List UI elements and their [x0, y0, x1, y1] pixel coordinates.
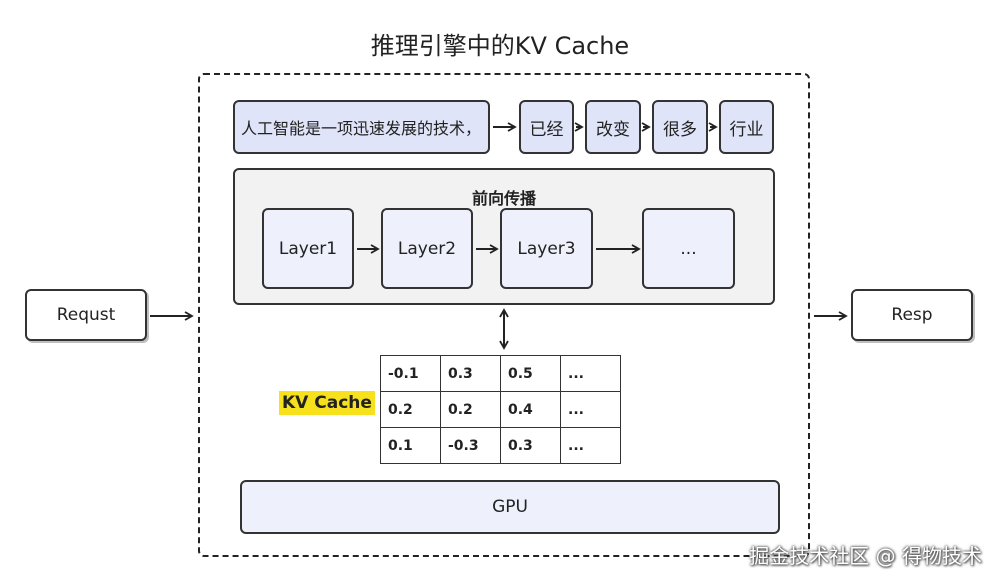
table-cell: 0.4 [500, 391, 561, 428]
inference-engine-boundary [198, 73, 810, 557]
token-box: 改变 [585, 100, 641, 154]
table-row: 0.2 0.2 0.4 ... [380, 391, 621, 428]
layer-box: ... [642, 208, 735, 289]
forward-pass-title: 前向传播 [471, 189, 536, 208]
kv-cache-table: -0.1 0.3 0.5 ... 0.2 0.2 0.4 ... 0.1 -0.… [380, 355, 621, 464]
layer-box: Layer3 [500, 208, 593, 289]
layer-box: Layer1 [262, 208, 354, 289]
token-box: 已经 [519, 100, 574, 154]
table-cell: ... [560, 427, 621, 464]
diagram-title: 推理引擎中的KV Cache [370, 32, 630, 60]
table-cell: ... [560, 391, 621, 428]
kv-cache-label: KV Cache [279, 391, 375, 415]
table-cell: -0.1 [380, 355, 441, 392]
table-cell: 0.2 [380, 391, 441, 428]
kv-cache-table-wrap: -0.1 0.3 0.5 ... 0.2 0.2 0.4 ... 0.1 -0.… [380, 355, 621, 464]
table-row: -0.1 0.3 0.5 ... [380, 355, 621, 392]
watermark-text: 掘金技术社区 @ 得物技术 [749, 544, 982, 568]
table-cell: 0.1 [380, 427, 441, 464]
token-box: 行业 [719, 100, 774, 154]
response-box: Resp [851, 289, 973, 341]
table-cell: ... [560, 355, 621, 392]
table-cell: -0.3 [440, 427, 501, 464]
table-cell: 0.3 [500, 427, 561, 464]
request-box: Requst [25, 289, 147, 341]
table-row: 0.1 -0.3 0.3 ... [380, 427, 621, 464]
prompt-box: 人工智能是一项迅速发展的技术， [233, 100, 490, 154]
layer-box: Layer2 [381, 208, 473, 289]
table-cell: 0.5 [500, 355, 561, 392]
token-box: 很多 [652, 100, 708, 154]
kv-cache-label-wrap: KV Cache [279, 391, 375, 415]
gpu-box: GPU [240, 480, 780, 534]
